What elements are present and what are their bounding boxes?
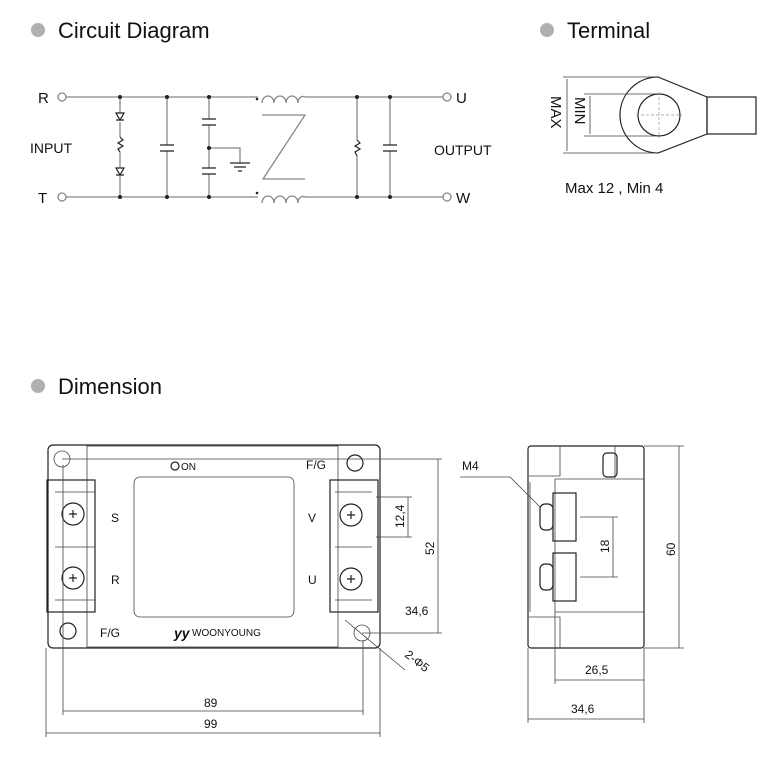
section-title: Dimension [58,374,162,399]
inductor-top [261,95,306,104]
bullet-icon [31,23,45,37]
ground-icon [230,162,250,172]
dim-pitch: 12,4 [393,504,407,528]
terminal-u-label: U [456,90,467,107]
dim-height: 60 [664,542,678,556]
dim-depth-inner: 26,5 [585,663,609,677]
screw-icon [61,502,363,591]
terminal-r-label: R [111,573,120,587]
bullet-icon [540,23,554,37]
dim-pitch: 18 [598,539,612,553]
dim-holes: 2-Φ5 [402,647,432,675]
terminal-r-label: R [38,90,49,107]
terminal-s-label: S [111,511,119,525]
capacitor-icon [160,144,174,152]
side-view: M4 18 60 26,5 34,6 [460,445,684,723]
dim-width: 99 [204,717,218,731]
terminal-t-label: T [38,190,47,207]
terminal-heading: Terminal [540,18,650,43]
max-label: MAX [547,96,564,129]
input-label: INPUT [30,140,72,156]
dim-depth: 34,6 [571,702,595,716]
diode-icon [114,112,126,122]
dim-hole-span: 89 [204,696,218,710]
min-label: MIN [571,97,588,125]
screw-size-label: M4 [462,459,479,473]
fg-label: F/G [100,626,120,640]
terminal-v-label: V [308,511,316,525]
front-view: ON F/G F/G S R V U yy WOONYOUNG 12,4 52 … [45,444,442,737]
section-title: Circuit Diagram [58,18,210,43]
terminal-spec: Max 12 , Min 4 [565,180,663,197]
dim-height: 52 [423,541,437,555]
output-label: OUTPUT [434,142,492,158]
core-z [261,114,307,180]
brand-logo: WOONYOUNG [192,628,261,639]
dim-offset: 34,6 [405,604,429,618]
circuit-diagram-heading: Circuit Diagram [31,18,210,43]
terminal-u-label: U [308,573,317,587]
circuit-schematic: R T INPUT U W OUTPUT [30,90,492,207]
bullet-icon [31,379,45,393]
svg-text:yy: yy [173,625,191,641]
on-label: ON [181,462,196,473]
fg-label: F/G [306,458,326,472]
section-title: Terminal [567,18,650,43]
ground-screw-icon [59,622,77,640]
ground-screw-icon [346,454,364,472]
ring-terminal-drawing: MAX MIN Max 12 , Min 4 [547,76,757,197]
led-icon [170,461,180,471]
inductor-bottom [261,195,306,204]
dimension-heading: Dimension [31,374,162,399]
terminal-w-label: W [456,190,471,207]
